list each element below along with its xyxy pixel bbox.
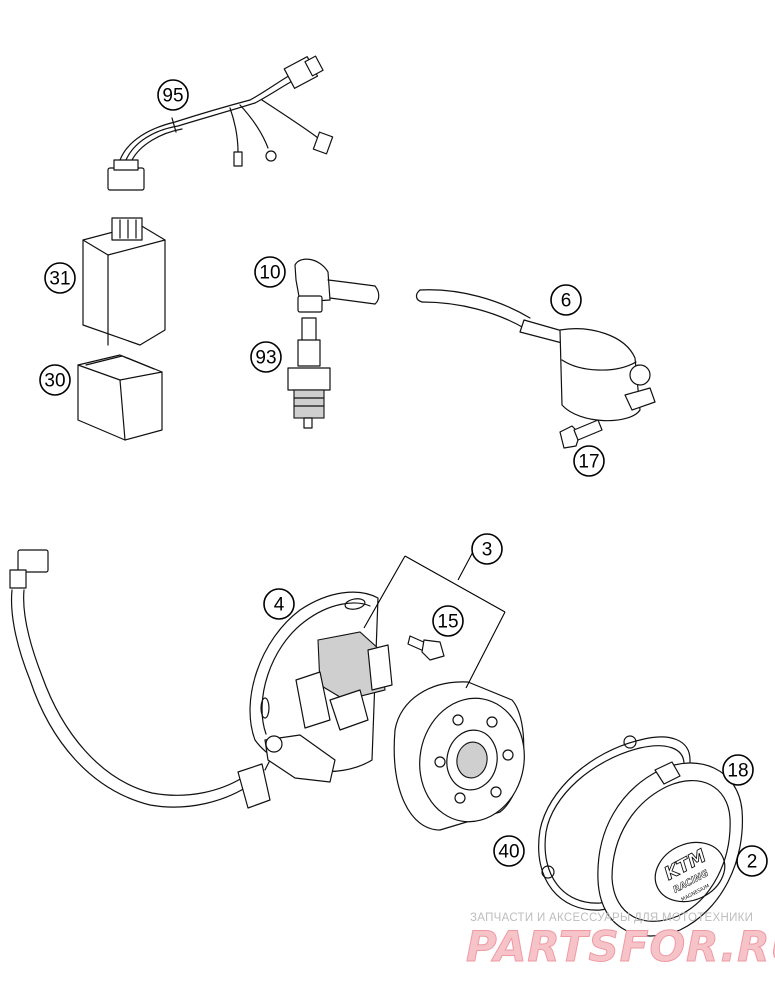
callout-number: 17 [578, 452, 599, 473]
watermark-caption: ЗАПЧАСТИ И АКСЕССУАРЫ ДЛЯ МОТОТЕХНИКИ [470, 912, 754, 924]
callout-number: 30 [44, 371, 65, 392]
watermark-brand: PARTSFOR.RU [466, 922, 775, 972]
ignition-cover[interactable]: KTM RACING MAGNESIUM [597, 761, 744, 937]
callout-4: 4 [263, 588, 295, 620]
callout-number: 95 [162, 86, 183, 107]
callout-number: 15 [437, 612, 458, 633]
assembly-bracket [363, 547, 506, 689]
callout-93: 93 [250, 341, 282, 373]
coil-screw[interactable] [559, 419, 603, 449]
callout-circle [736, 845, 768, 877]
callout-circle [39, 364, 71, 396]
callout-15: 15 [432, 605, 464, 637]
callout-circle [432, 605, 464, 637]
callout-circle [550, 284, 582, 316]
callout-layer: 95 31 30 10 93 6 17 3 4 15 18 40 2 [39, 79, 768, 877]
stator-screw[interactable] [407, 635, 445, 661]
callout-circle [157, 79, 189, 111]
callout-3: 3 [471, 533, 503, 565]
callout-40: 40 [493, 835, 525, 867]
callout-95: 95 [157, 79, 189, 111]
callout-circle [254, 256, 286, 288]
callout-number: 93 [255, 348, 276, 369]
callout-circle [44, 262, 76, 294]
wiring-harness[interactable] [107, 55, 334, 191]
spark-plug[interactable] [287, 317, 331, 429]
callout-circle [471, 533, 503, 565]
stator-cable [9, 549, 281, 809]
callout-circle [263, 588, 295, 620]
callout-10: 10 [254, 256, 286, 288]
callout-30: 30 [39, 364, 71, 396]
callout-circle [722, 754, 754, 786]
callout-17: 17 [573, 445, 605, 477]
callout-number: 6 [561, 291, 572, 312]
callout-circle [493, 835, 525, 867]
stator[interactable] [249, 591, 393, 783]
callout-number: 4 [274, 595, 285, 616]
cdi-holder[interactable] [77, 354, 163, 441]
callout-number: 10 [259, 263, 280, 284]
callout-2: 2 [736, 845, 768, 877]
callout-number: 3 [482, 540, 493, 561]
callout-number: 40 [498, 842, 519, 863]
cdi-unit[interactable] [82, 217, 166, 346]
callout-circle [250, 341, 282, 373]
spark-plug-cap[interactable] [294, 258, 380, 313]
callout-number: 18 [727, 761, 748, 782]
rotor[interactable] [393, 681, 534, 831]
callout-6: 6 [550, 284, 582, 316]
callout-31: 31 [44, 262, 76, 294]
callout-circle [573, 445, 605, 477]
callout-number: 31 [49, 269, 70, 290]
callout-18: 18 [722, 754, 754, 786]
ignition-coil[interactable] [415, 289, 656, 422]
callout-number: 2 [747, 852, 758, 873]
